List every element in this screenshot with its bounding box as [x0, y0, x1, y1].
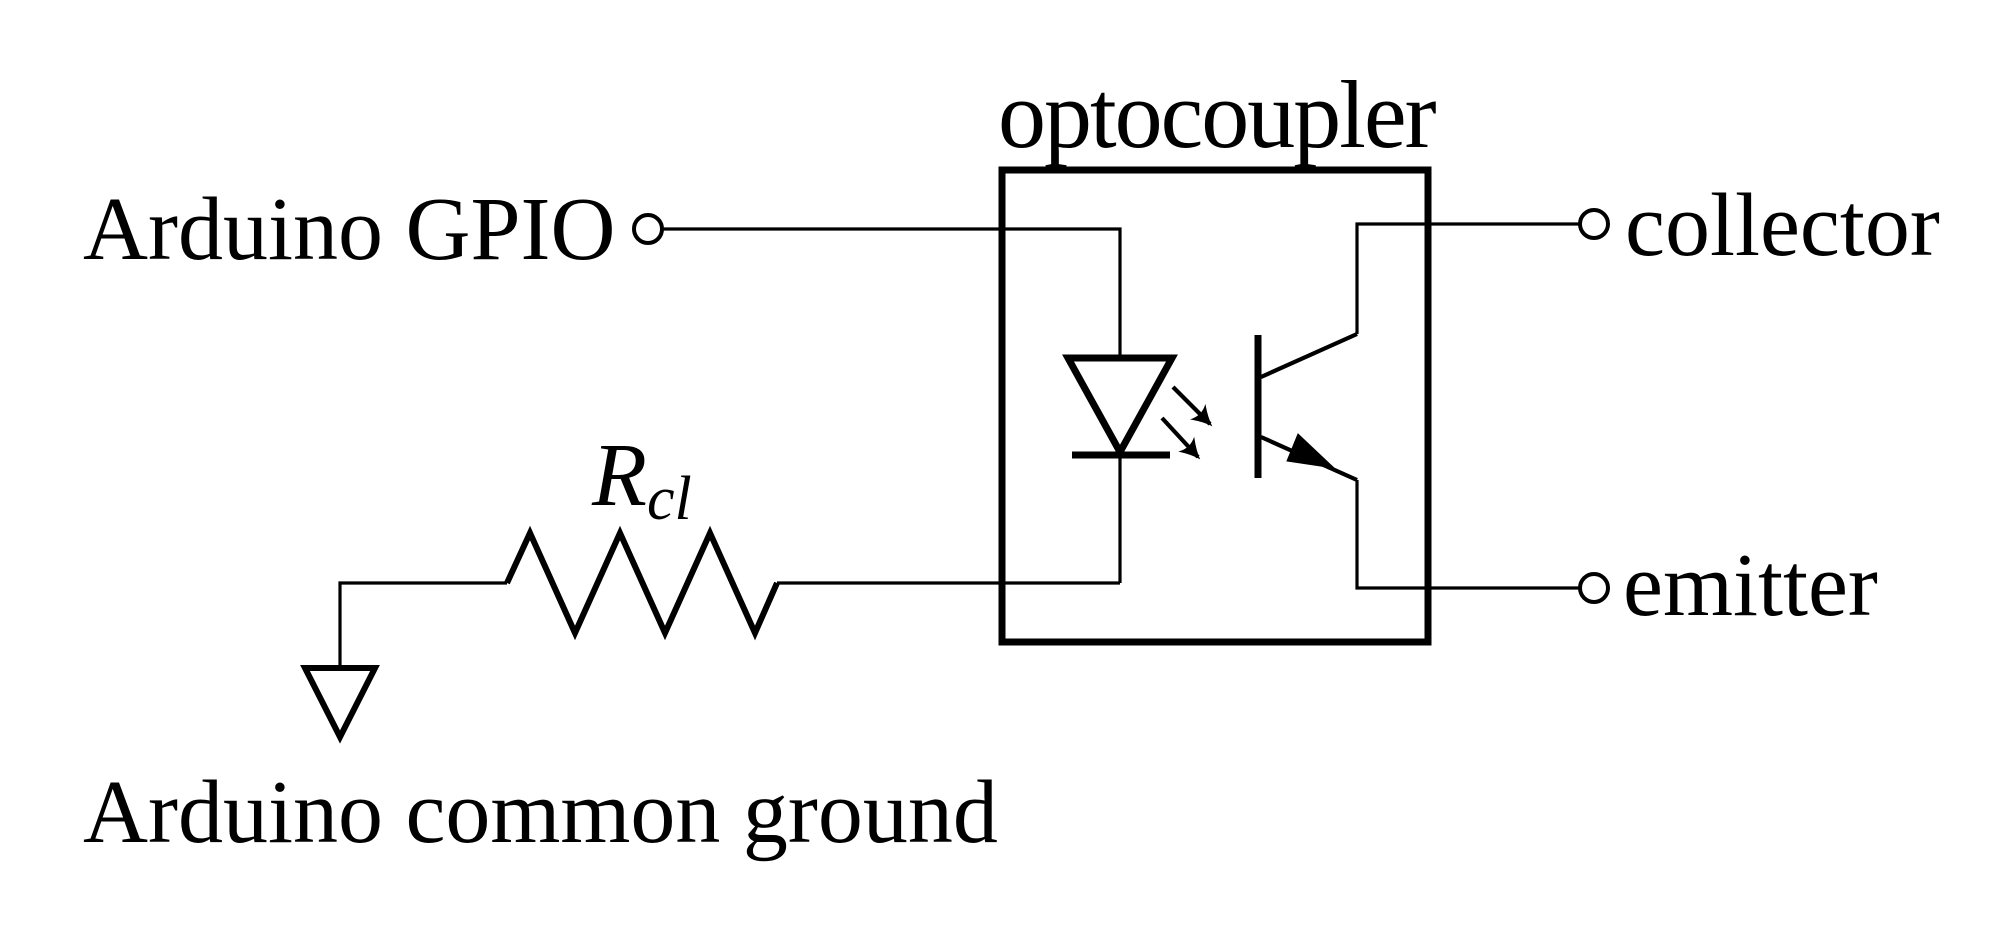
gpio-terminal-circle	[632, 213, 664, 245]
phototransistor-symbol	[1254, 332, 1358, 482]
collector-terminal-circle	[1578, 208, 1610, 240]
ground-symbol-icon	[300, 665, 380, 744]
resistor-left-lead	[338, 581, 507, 668]
resistor-label: Rcl	[591, 426, 692, 533]
emitter-label: emitter	[1623, 536, 1878, 635]
emitter-arrowhead-icon	[1286, 433, 1336, 469]
collector-wire	[1355, 222, 1580, 334]
optocoupler-title: optocoupler	[998, 61, 1437, 168]
gpio-wire	[662, 227, 1122, 358]
led-triangle	[1062, 354, 1178, 460]
input-label: Arduino GPIO	[83, 180, 616, 279]
light-arrows	[1160, 385, 1213, 460]
resistor-zigzag	[504, 525, 780, 641]
light-arrow-icon	[1160, 416, 1201, 460]
optocoupler-box	[998, 166, 1432, 646]
emitter-wire	[1355, 480, 1580, 590]
emitter-terminal-circle	[1578, 572, 1610, 604]
light-arrow-icon	[1171, 385, 1213, 427]
collector-label: collector	[1625, 176, 1940, 275]
transistor-collector-diagonal	[1260, 332, 1358, 379]
led-symbol	[1062, 354, 1178, 583]
ground-label: Arduino common ground	[83, 763, 998, 862]
